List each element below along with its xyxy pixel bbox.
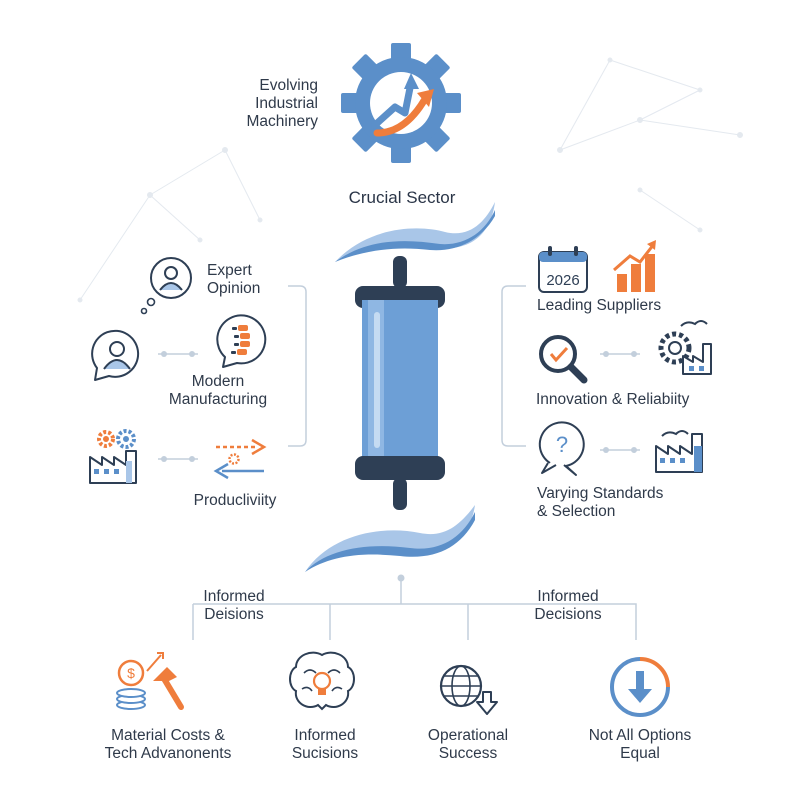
productivity-label: Producliviity [193, 492, 277, 509]
connector-dots [161, 351, 637, 582]
material-costs-label: Material Costs & Tech Advanonents [104, 727, 232, 762]
factory-icon [655, 430, 703, 473]
roller-cylinder [355, 256, 445, 510]
person-speech-icon [91, 329, 140, 381]
gear-growth-icon [341, 43, 461, 163]
background-network [77, 57, 743, 303]
evolving-machinery-label: Evolving Industrial Machinery [246, 77, 319, 130]
leading-suppliers-label: Leading Suppliers [537, 297, 662, 314]
informed-sucisions-label: Informed Sucisions [291, 727, 359, 762]
factory-gears-icon [89, 429, 137, 484]
bottom-wave [305, 505, 475, 572]
magnifier-check-icon [539, 335, 588, 384]
expert-opinion-label: Expert Opinion [207, 262, 261, 297]
informed-decisions-label: Informed Decisions [534, 588, 602, 623]
varying-standards-label: Varying Standards & Selection [537, 485, 664, 520]
gear-factory-icon [658, 320, 712, 375]
svg-text:$: $ [127, 665, 135, 681]
calendar-year: 2026 [546, 272, 579, 289]
spine-bubble-icon [216, 314, 267, 368]
top-wave [335, 202, 495, 262]
brain-bulb-icon [289, 651, 355, 711]
person-bubble-icon [140, 257, 192, 315]
coins-hammer-icon: $ [116, 652, 184, 710]
informed-deisions-label: Informed Deisions [203, 588, 265, 623]
crucial-sector-title: Crucial Sector [348, 188, 456, 207]
calendar-icon: 2026 [538, 246, 588, 293]
operational-success-label: Operational Success [427, 727, 509, 762]
svg-text:?: ? [556, 432, 568, 457]
question-bubble-icon: ? [538, 421, 585, 476]
bar-growth-icon [613, 240, 656, 292]
modern-manufacturing-label: Modern Manufacturing [168, 373, 268, 408]
globe-download-icon [439, 664, 498, 715]
exchange-arrows-icon [213, 438, 267, 480]
down-arrow-circle-icon [610, 657, 670, 717]
innovation-reliability-label: Innovation & Reliabiity [536, 391, 690, 408]
not-all-options-label: Not All Options Equal [588, 727, 692, 762]
